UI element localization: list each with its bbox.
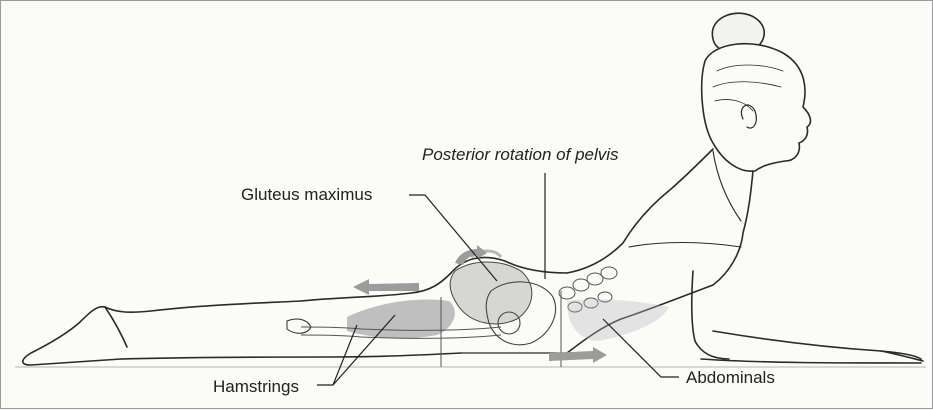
label-hamstrings: Hamstrings	[213, 377, 299, 397]
label-abdominals: Abdominals	[686, 368, 775, 388]
arrow-right-icon	[549, 347, 607, 363]
leader-hamstrings-1	[317, 325, 357, 385]
label-gluteus-maximus: Gluteus maximus	[241, 185, 372, 205]
label-posterior-rotation: Posterior rotation of pelvis	[422, 145, 619, 165]
